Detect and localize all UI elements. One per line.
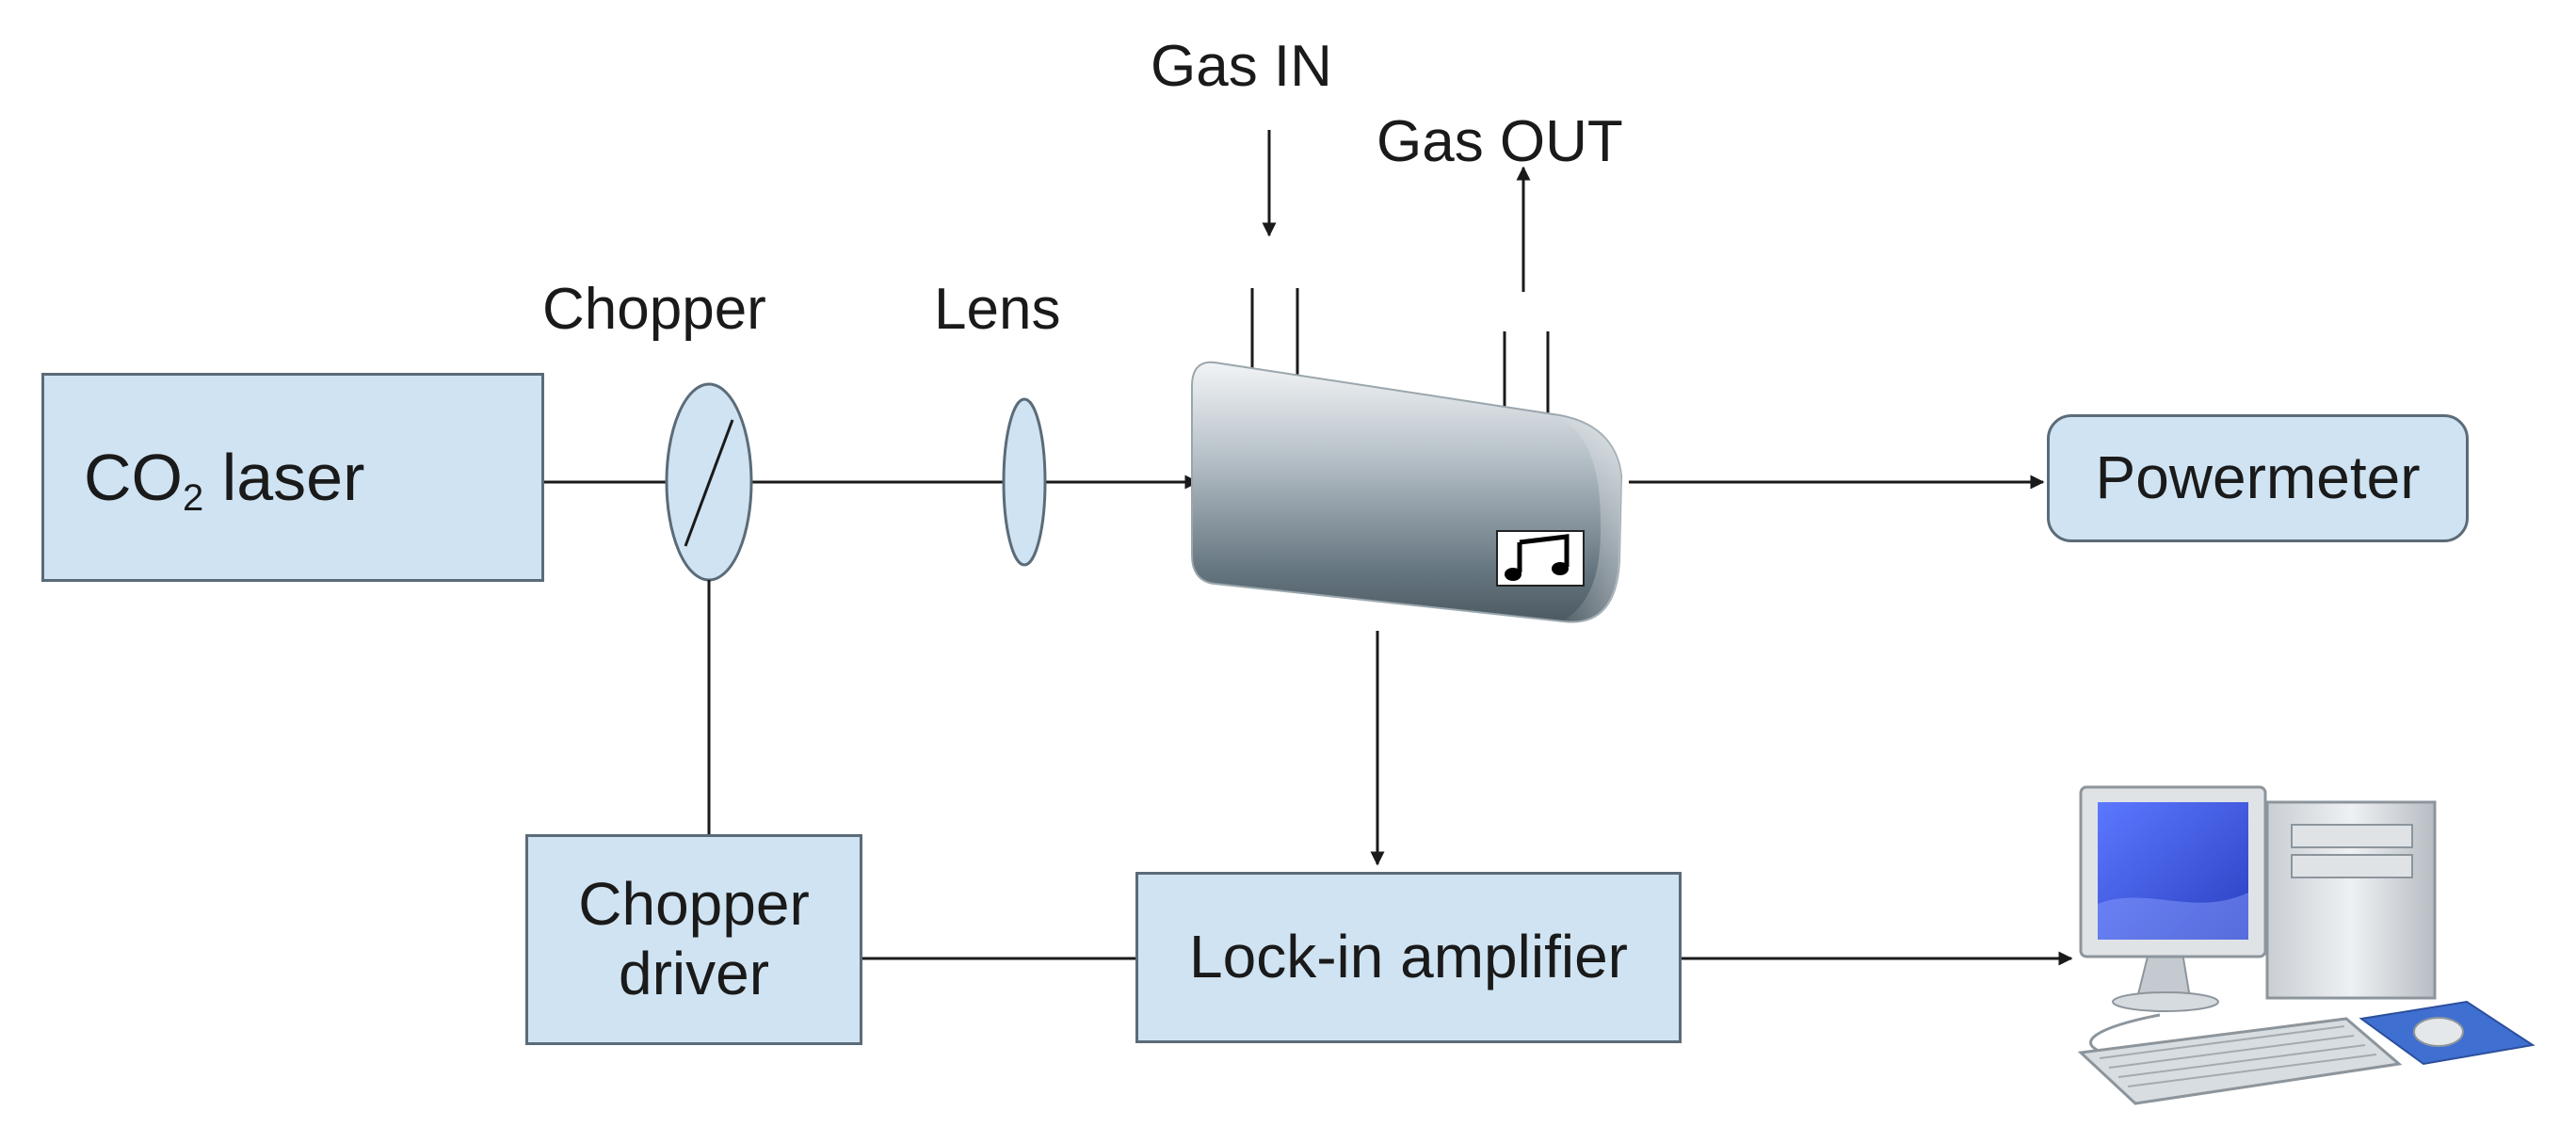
chopper-driver-line1: Chopper xyxy=(578,870,810,939)
laser-label-subscript: 2 xyxy=(183,477,204,519)
laser-label-rest: laser xyxy=(221,440,365,514)
lens-label: Lens xyxy=(934,277,1061,342)
chopper-label: Chopper xyxy=(542,277,766,342)
music-note-icon xyxy=(1496,530,1585,587)
chopper-driver-line2: driver xyxy=(618,940,770,1007)
laser-label-main: CO xyxy=(84,440,183,514)
lock-in-amplifier-label: Lock-in amplifier xyxy=(1189,923,1628,991)
powermeter-box: Powermeter xyxy=(2047,414,2469,542)
gas-out-label: Gas OUT xyxy=(1377,109,1623,174)
gas-in-label: Gas IN xyxy=(1151,34,1332,99)
lens-icon xyxy=(1002,397,1047,567)
lock-in-amplifier-box: Lock-in amplifier xyxy=(1135,872,1682,1043)
chopper-wheel-icon xyxy=(665,382,753,582)
powermeter-label: Powermeter xyxy=(2095,443,2421,512)
chopper-driver-box: Chopper driver xyxy=(525,834,862,1045)
desktop-computer-icon xyxy=(2077,785,2536,1105)
laser-label-space xyxy=(203,440,221,516)
